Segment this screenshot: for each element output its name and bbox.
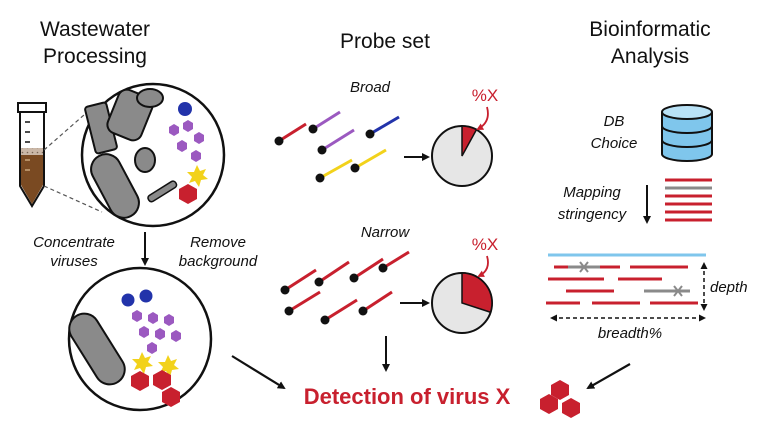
read-alignment: [546, 253, 706, 305]
detection-label: Detection of virus X: [304, 384, 511, 409]
purple-virus-cluster: [169, 120, 204, 162]
remove-label-line1: Remove: [190, 234, 246, 251]
zoom-line-bottom: [43, 185, 103, 213]
narrow-pie-slice: [461, 272, 493, 314]
narrow-pie-chart: [431, 272, 493, 334]
processed-sample-circle: [67, 266, 213, 412]
broad-pie-chart: [431, 125, 493, 187]
narrow-percent-label: %X: [472, 235, 498, 254]
header-bioinformatic-line1: Bioinformatic: [589, 18, 710, 41]
narrow-label: Narrow: [361, 224, 411, 241]
db-choice-label-line1: DB: [604, 113, 625, 130]
sample-to-detection-arrow: [231, 355, 286, 390]
analysis-to-detection-arrow: [586, 363, 631, 389]
narrow-probe-set: [280, 250, 410, 325]
red-virus-icon: [179, 184, 197, 204]
broad-probe-set: [274, 110, 400, 183]
concentrate-label-line2: viruses: [50, 253, 98, 270]
remove-label-line2: background: [179, 253, 258, 270]
broad-percent-arrow: [476, 106, 489, 130]
blue-virus-icon: [178, 102, 192, 116]
db-choice-label-line2: Choice: [591, 135, 638, 152]
broad-label: Broad: [350, 79, 391, 96]
depth-label: depth: [710, 279, 748, 296]
narrow-percent-arrow: [477, 255, 489, 277]
header-bioinformatic-line2: Analysis: [611, 45, 689, 68]
sample-tube-icon: [17, 102, 47, 208]
header-wastewater-line2: Processing: [43, 45, 147, 68]
breadth-label: breadth%: [598, 325, 662, 342]
read-stack-icon: [665, 178, 712, 222]
header-probe-set: Probe set: [340, 30, 430, 53]
broad-percent-label: %X: [472, 86, 498, 105]
mapping-label-line2: stringency: [558, 206, 628, 223]
concentrate-label-line1: Concentrate: [33, 234, 115, 251]
database-icon: [661, 104, 713, 162]
yellow-virus-icon: [187, 165, 208, 187]
mapping-label-line1: Mapping: [563, 184, 621, 201]
zoom-line-top: [43, 107, 93, 151]
header-wastewater-line1: Wastewater: [40, 18, 150, 41]
raw-sample-circle: [80, 82, 226, 228]
virus-x-icon: [540, 380, 580, 418]
